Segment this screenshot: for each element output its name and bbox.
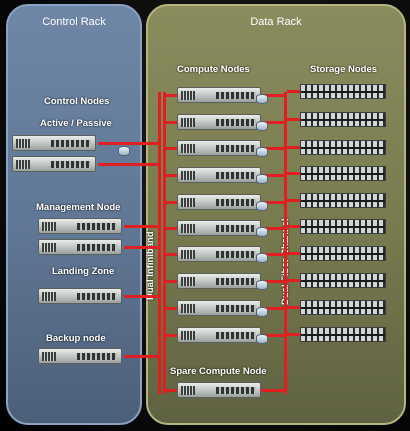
- compute-disk-icon-1: [256, 94, 268, 104]
- management-node-server-2: [38, 239, 122, 255]
- compute-disk-icon-7: [256, 253, 268, 263]
- connector-storage-fc-8: [287, 279, 300, 282]
- connector-compute-ib-7: [166, 253, 177, 256]
- management-node-label: Management Node: [36, 202, 121, 213]
- storage-node-1: [300, 84, 386, 99]
- connector-storage-fc-10: [287, 333, 300, 336]
- connector-storage-fc-1: [287, 90, 300, 93]
- connector-compute-ib-9: [166, 307, 177, 310]
- connector-compute-fc-1: [261, 94, 287, 97]
- connector-compute-ib-6: [166, 227, 177, 230]
- dual-infiniband-label: Dual Infiniband: [145, 231, 156, 300]
- control-node-passive-server: [12, 156, 96, 172]
- data-rack-panel: Data Rack: [146, 4, 406, 425]
- connector-storage-fc-6: [287, 225, 300, 228]
- fiber-channel-bus: [284, 92, 287, 394]
- backup-node-label: Backup node: [46, 333, 106, 344]
- connector-spare-ib: [166, 389, 177, 392]
- management-node-server-1: [38, 218, 122, 234]
- compute-node-server-5: [177, 194, 261, 210]
- compute-node-server-10: [177, 327, 261, 343]
- connector-compute-ib-8: [166, 280, 177, 283]
- spare-compute-node-server: [177, 382, 261, 398]
- compute-node-server-7: [177, 246, 261, 262]
- connector-storage-fc-2: [287, 118, 300, 121]
- storage-node-9: [300, 300, 386, 315]
- compute-node-server-9: [177, 300, 261, 316]
- connector-management-2: [124, 246, 158, 249]
- compute-disk-icon-5: [256, 201, 268, 211]
- compute-disk-icon-4: [256, 174, 268, 184]
- compute-disk-icon-10: [256, 334, 268, 344]
- connector-compute-ib-1: [166, 94, 177, 97]
- connector-control-active: [98, 142, 158, 145]
- connector-management-1: [124, 225, 158, 228]
- control-nodes-label: Control Nodes: [44, 96, 110, 107]
- storage-node-7: [300, 246, 386, 261]
- storage-node-10: [300, 327, 386, 342]
- compute-node-server-2: [177, 114, 261, 130]
- storage-node-3: [300, 140, 386, 155]
- storage-node-6: [300, 219, 386, 234]
- control-node-active-server: [12, 135, 96, 151]
- connector-spare-fc: [261, 389, 287, 392]
- storage-node-2: [300, 112, 386, 127]
- compute-nodes-label: Compute Nodes: [177, 64, 250, 75]
- infiniband-bus-left: [158, 92, 161, 394]
- control-rack-title: Control Rack: [42, 16, 106, 28]
- compute-node-server-4: [177, 167, 261, 183]
- storage-node-4: [300, 166, 386, 181]
- compute-disk-icon-2: [256, 121, 268, 131]
- connector-compute-fc-7: [261, 253, 287, 256]
- compute-node-server-6: [177, 220, 261, 236]
- compute-disk-icon-3: [256, 147, 268, 157]
- connector-compute-ib-3: [166, 147, 177, 150]
- storage-node-5: [300, 193, 386, 208]
- connector-storage-fc-7: [287, 252, 300, 255]
- spare-compute-node-label: Spare Compute Node: [170, 366, 267, 377]
- connector-storage-fc-3: [287, 146, 300, 149]
- compute-node-server-1: [177, 87, 261, 103]
- landing-zone-server: [38, 288, 122, 304]
- connector-compute-fc-8: [261, 280, 287, 283]
- storage-nodes-label: Storage Nodes: [310, 64, 378, 75]
- connector-compute-fc-6: [261, 227, 287, 230]
- connector-compute-ib-2: [166, 121, 177, 124]
- compute-disk-icon-9: [256, 307, 268, 317]
- connector-compute-ib-4: [166, 174, 177, 177]
- connector-compute-fc-5: [261, 201, 287, 204]
- connector-storage-fc-9: [287, 306, 300, 309]
- connector-compute-ib-10: [166, 334, 177, 337]
- connector-storage-fc-4: [287, 172, 300, 175]
- connector-compute-fc-4: [261, 174, 287, 177]
- connector-compute-ib-5: [166, 201, 177, 204]
- storage-node-8: [300, 273, 386, 288]
- compute-disk-icon-6: [256, 227, 268, 237]
- connector-compute-fc-10: [261, 334, 287, 337]
- landing-zone-label: Landing Zone: [52, 266, 115, 277]
- connector-landing-zone: [124, 295, 158, 298]
- compute-disk-icon-8: [256, 280, 268, 290]
- compute-node-server-8: [177, 273, 261, 289]
- backup-node-server: [38, 348, 122, 364]
- active-passive-label: Active / Passive: [40, 118, 112, 129]
- connector-storage-fc-5: [287, 199, 300, 202]
- connector-compute-fc-9: [261, 307, 287, 310]
- connector-backup: [124, 355, 158, 358]
- connector-control-passive: [98, 163, 158, 166]
- infiniband-bus-right: [163, 92, 166, 394]
- connector-compute-fc-2: [261, 121, 287, 124]
- control-shared-disk-icon: [118, 146, 130, 156]
- compute-node-server-3: [177, 140, 261, 156]
- data-rack-title: Data Rack: [250, 16, 302, 28]
- connector-compute-fc-3: [261, 147, 287, 150]
